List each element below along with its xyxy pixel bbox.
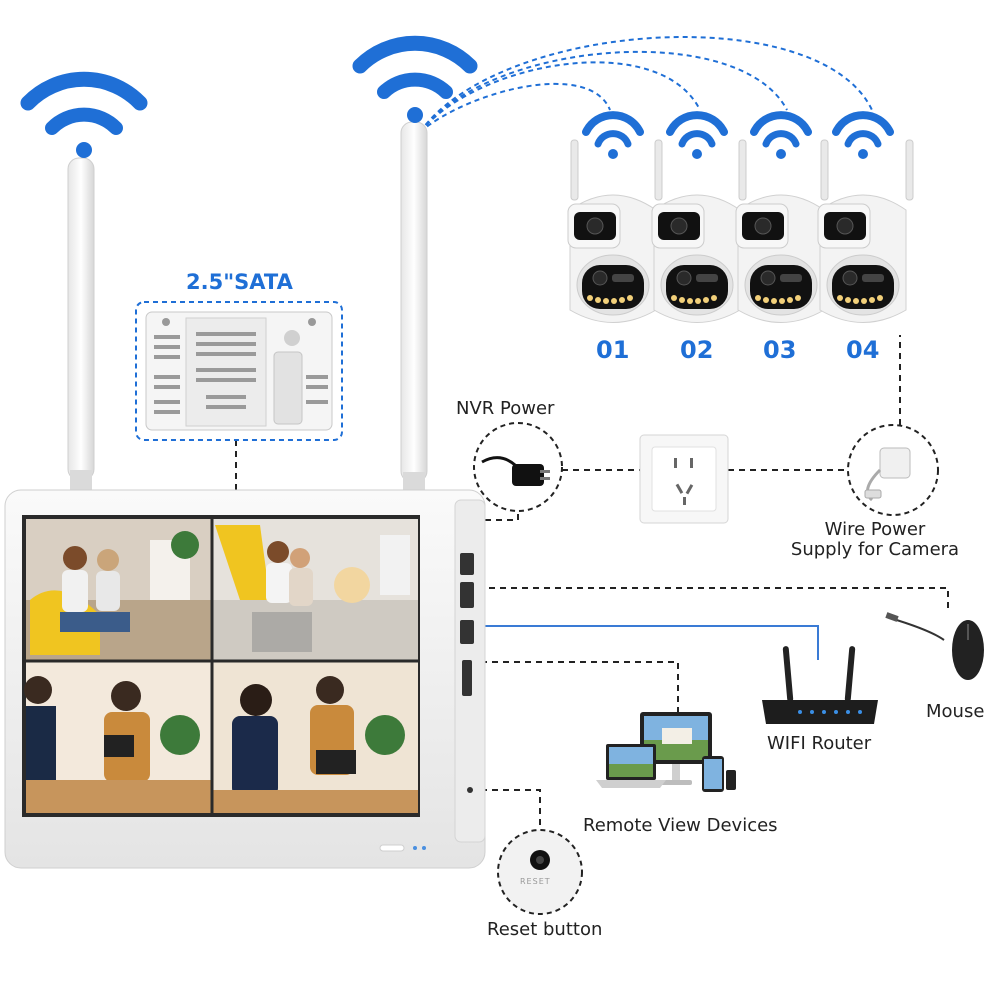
left-wifi-icon [20, 71, 148, 158]
reset-line [470, 789, 541, 832]
camera-feed-1 [26, 519, 211, 660]
wifi-router-label: WIFI Router [767, 733, 872, 754]
camera-number-04: 04 [846, 336, 880, 364]
camera-number-03: 03 [763, 336, 797, 364]
nvr-monitor [4, 489, 486, 869]
wireless-links [419, 36, 873, 133]
camera-01 [567, 111, 657, 323]
right-wifi-icon [352, 35, 478, 123]
right-antenna [400, 121, 428, 492]
usb-port [460, 582, 474, 608]
dc-port [460, 553, 474, 575]
wall-outlet [639, 434, 729, 524]
camera-group [567, 111, 914, 323]
remote-devices [596, 712, 736, 792]
mouse-device [885, 612, 984, 680]
camera-feed-4 [213, 662, 418, 813]
camera-power-adapter [847, 424, 939, 516]
wire-power-label-line2: Supply for Camera [790, 539, 960, 560]
reset-button-label: Reset button [487, 919, 603, 940]
remote-view-label: Remote View Devices [583, 815, 778, 836]
wire-power-label-line1: Wire Power [824, 519, 926, 540]
camera-number-01: 01 [596, 336, 630, 364]
mouse-line [478, 587, 949, 612]
sata-label: 2.5"SATA [186, 270, 293, 294]
reset-button-detail [497, 829, 583, 915]
left-antenna [67, 157, 95, 492]
reset-engraving: RESET [520, 877, 551, 886]
lan-port [460, 620, 474, 644]
sata-drive-box [135, 301, 343, 441]
wifi-router [762, 646, 878, 724]
connection-lines [235, 335, 949, 832]
mouse-label: Mouse [926, 701, 985, 722]
camera-04 [817, 111, 914, 323]
router-line [474, 625, 819, 660]
nvr-power-label: NVR Power [456, 398, 555, 419]
camera-02 [651, 111, 741, 323]
camera-feed-3 [24, 662, 211, 813]
reset-hole [467, 787, 473, 793]
camera-feed-2 [213, 519, 418, 660]
remote-line [470, 661, 679, 715]
nvr-power-adapter [473, 422, 563, 512]
camera-number-02: 02 [680, 336, 714, 364]
hdmi-port [462, 660, 472, 696]
camera-03 [735, 111, 825, 323]
